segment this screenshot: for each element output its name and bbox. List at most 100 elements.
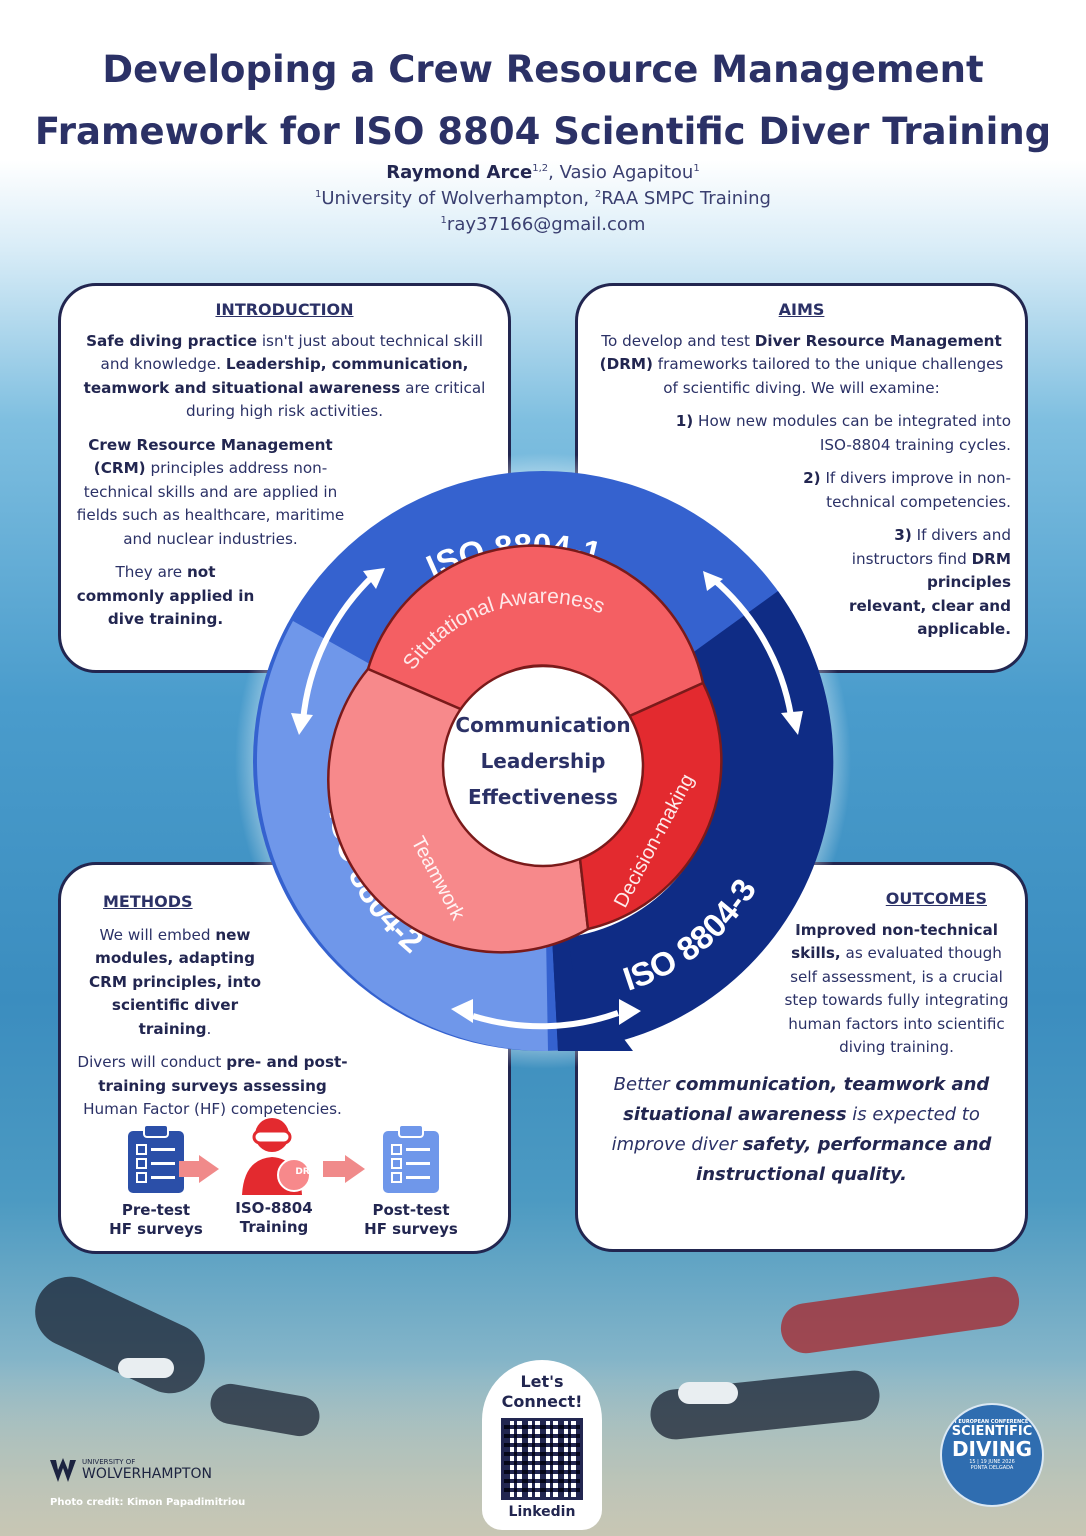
aff1-sup: 1: [315, 189, 322, 200]
conf-big1: SCIENTIFIC: [951, 1424, 1033, 1439]
drm-badge-plus: +: [303, 1157, 311, 1167]
center-effectiveness: Effectiveness: [468, 785, 618, 809]
arrow-right-arc: [711, 576, 794, 717]
aim-3-number: 3): [894, 526, 912, 544]
arrow-head-down-icon: [291, 713, 313, 735]
arrow-head-right-icon: [619, 999, 641, 1025]
conference-logo: 5TH EUROPEAN CONFERENCE ON SCIENTIFIC DI…: [940, 1403, 1044, 1507]
uni-small-text: UNIVERSITY OF: [82, 1458, 136, 1466]
post-test-label: Post-test HF surveys: [351, 1201, 471, 1239]
arrow-stem-2: [323, 1161, 345, 1177]
author-1-sup: 1,2: [532, 163, 549, 174]
arrow-right-icon-2: [345, 1155, 365, 1183]
outcomes-p1-text1: as evaluated though self assessment, is …: [784, 944, 1009, 1056]
outcomes-quote: Better communication, teamwork and situa…: [592, 1070, 1011, 1190]
poster-title-line1: Developing a Crew Resource Management: [102, 48, 984, 91]
author-2: , Vasio Agapitou: [548, 162, 694, 183]
intro-p2-text1: principles address non-technical skills …: [76, 459, 345, 548]
aims-p1-text2: frameworks tailored to the unique challe…: [652, 355, 1004, 397]
aim-1: 1) How new modules can be integrated int…: [662, 410, 1011, 457]
tank-right: [678, 1382, 738, 1404]
clipboard-icon: [128, 1124, 184, 1193]
author-2-sup: 1: [693, 163, 700, 174]
intro-p1-bold1: Safe diving practice: [86, 331, 257, 350]
post-test-step: Post-test HF surveys: [351, 1123, 471, 1239]
aim-2: 2) If divers improve in non-technical co…: [772, 467, 1011, 514]
methods-p1-text1: We will embed: [99, 925, 216, 944]
uni-big-text: WOLVERHAMPTON: [82, 1466, 212, 1482]
email[interactable]: ray37166@gmail.com: [446, 214, 646, 235]
photo-credit: Photo credit: Kimon Papadimitriou: [50, 1497, 246, 1508]
introduction-p2: Crew Resource Management (CRM) principle…: [73, 434, 348, 552]
outcomes-p1: Improved non-technical skills, as evalua…: [782, 919, 1011, 1060]
arrow-right-icon: [199, 1155, 219, 1183]
arrow-bottom-arc: [472, 1010, 620, 1030]
aim-2-number: 2): [803, 469, 821, 487]
aff2-sup: 2: [594, 189, 602, 200]
methods-p2-text1: Divers will conduct: [77, 1053, 227, 1071]
methods-p2: Divers will conduct pre- and post-traini…: [75, 1051, 350, 1122]
intro-p3-text1: They are: [115, 563, 187, 581]
methods-p2-bold1: pre- and post-training surveys assessing: [98, 1053, 348, 1095]
training-line2: Training: [239, 1218, 309, 1236]
linkedin-link[interactable]: Linkedin: [508, 1504, 576, 1520]
training-label: ISO-8804 Training: [219, 1199, 329, 1237]
conf-big2: DIVING: [951, 1437, 1033, 1461]
iso-8804-cycle-diagram: ISO 8804-1 ISO 8804-2 ISO 8804-3 Situtat…: [235, 453, 851, 1069]
authors: Raymond Arce1,2, Vasio Agapitou1: [0, 156, 1086, 186]
poster-title-line2: Framework for ISO 8804 Scientific Diver …: [34, 110, 1052, 153]
center-communication: Communication: [455, 713, 630, 737]
outcomes-quote-bold2: safety, performance and instructional qu…: [696, 1133, 992, 1185]
diver-right-red: [777, 1273, 1023, 1357]
intro-p1-text2: are critical during high risk activities…: [185, 378, 486, 421]
methods-heading: METHODS: [103, 892, 193, 911]
aims-p1-bold1: Diver Resource Management (DRM): [599, 331, 1002, 374]
arrow-head-up-icon: [363, 568, 385, 589]
arrow-head-down-right-icon: [781, 711, 803, 735]
introduction-p3: They are not commonly applied in dive tr…: [73, 561, 258, 632]
intro-p2-bold1: Crew Resource Management (CRM): [88, 435, 333, 478]
connect-line2: Connect!: [501, 1392, 583, 1411]
arrow-left-arc: [300, 573, 376, 722]
post-test-line1: Post-test: [372, 1201, 450, 1219]
connect-line1: Let's: [520, 1372, 564, 1391]
wolverhampton-logo-icon: [50, 1458, 76, 1482]
outcomes-heading: OUTCOMES: [885, 889, 987, 908]
aim-1-text: How new modules can be integrated into I…: [693, 412, 1011, 454]
qr-code-icon[interactable]: [501, 1418, 583, 1500]
pre-test-line1: Pre-test: [121, 1201, 191, 1219]
center-leadership: Leadership: [481, 749, 606, 773]
aims-p1-text1: To develop and test: [601, 331, 755, 350]
author-1: Raymond Arce: [386, 162, 533, 183]
intro-p3-bold1: not commonly applied in dive training.: [76, 563, 255, 628]
diver-trainee-icon: [242, 1118, 311, 1195]
tank-left: [118, 1358, 174, 1378]
conf-place: PONTA DELGADA: [970, 1465, 1014, 1471]
university-logo: UNIVERSITY OF WOLVERHAMPTON: [50, 1456, 260, 1486]
outcomes-p1-bold1: Improved non-technical skills,: [791, 920, 998, 963]
aim-3-bold: DRM principles relevant, clear and appli…: [848, 549, 1011, 639]
conf-date: 15 | 19 JUNE 2026: [969, 1459, 1015, 1465]
conf-top-text: 5TH EUROPEAN CONFERENCE ON: [945, 1419, 1039, 1425]
arrow-head-left-icon: [451, 999, 473, 1023]
methods-p1-bold1: new modules, adapting CRM principles, in…: [88, 925, 262, 1038]
outcomes-quote-text1: Better: [613, 1073, 676, 1095]
intro-p1-bold2: Leadership, communication, teamwork and …: [83, 355, 469, 397]
aim-3-text: If divers and instructors find: [851, 526, 1011, 568]
arrow-stem-1: [179, 1161, 201, 1177]
pre-test-step: Pre-test HF surveys: [101, 1123, 211, 1239]
iso-8804-3-tail: [543, 761, 633, 1051]
methods-p1: We will embed new modules, adapting CRM …: [75, 924, 275, 1042]
aim-3: 3) If divers and instructors find DRM pr…: [847, 524, 1011, 642]
aims-heading: AIMS: [778, 300, 825, 319]
intro-p1-text1: isn't just about technical skill and kno…: [100, 331, 483, 374]
center-circle: [441, 664, 645, 868]
aim-2-text: If divers improve in non-technical compe…: [820, 469, 1011, 511]
arrow-head-up-right-icon: [703, 571, 723, 591]
aims-p1: To develop and test Diver Resource Manag…: [592, 330, 1011, 401]
aim-1-number: 1): [675, 412, 694, 430]
affiliations: 1University of Wolverhampton, 2RAA SMPC …: [0, 182, 1086, 212]
connect-card[interactable]: Let's Connect! Linkedin: [482, 1360, 602, 1530]
email-line: 1ray37166@gmail.com: [0, 208, 1086, 238]
outcomes-quote-text2: is expected to improve diver: [611, 1103, 980, 1155]
